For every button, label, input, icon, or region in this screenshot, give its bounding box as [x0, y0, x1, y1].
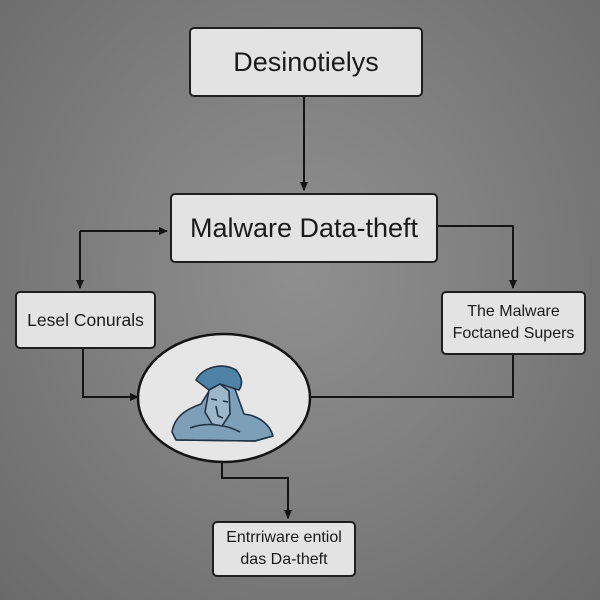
node-top: Desinotielys	[189, 27, 423, 97]
node-right-line2: Foctaned Supers	[452, 325, 575, 342]
node-bottom: Entrriware entiol das Da-theft	[212, 521, 356, 577]
arrow-left-to-center	[82, 349, 139, 401]
node-main: Malware Data-theft	[170, 193, 438, 263]
node-right: The Malware Foctaned Supers	[441, 291, 586, 355]
hooded-figure-icon	[171, 365, 274, 442]
node-top-label: Desinotielys	[233, 46, 379, 77]
node-main-label: Malware Data-theft	[189, 212, 419, 243]
arrow-center-to-bottom	[221, 462, 292, 519]
node-bottom-line1: Entrriware entiol	[226, 529, 342, 547]
node-left: Lesel Conurals	[15, 291, 156, 349]
node-bottom-line2: das Da-theft	[240, 551, 328, 568]
arrow-main-to-right	[438, 225, 517, 289]
connector-right-to-center	[311, 355, 514, 398]
node-left-label: Lesel Conurals	[27, 309, 144, 330]
node-right-line1: The Malware	[467, 303, 560, 321]
